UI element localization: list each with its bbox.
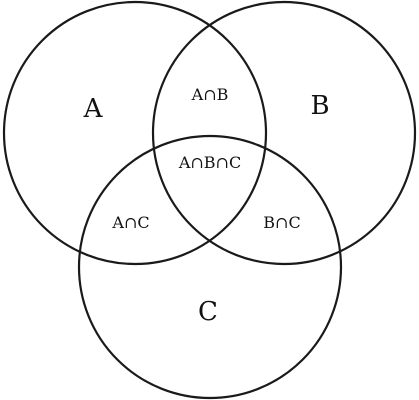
region-label-a-and-c: A∩C <box>111 213 149 232</box>
region-label-a-and-b-and-c: A∩B∩C <box>178 153 241 172</box>
circle-c <box>77 134 343 400</box>
circle-a <box>2 0 268 266</box>
set-label-a: A <box>83 94 104 124</box>
region-label-b-and-c: B∩C <box>263 213 300 232</box>
circle-b <box>151 0 417 266</box>
region-label-a-and-b: A∩B <box>191 85 229 104</box>
set-label-b: B <box>310 91 329 121</box>
set-label-c: C <box>198 297 218 327</box>
